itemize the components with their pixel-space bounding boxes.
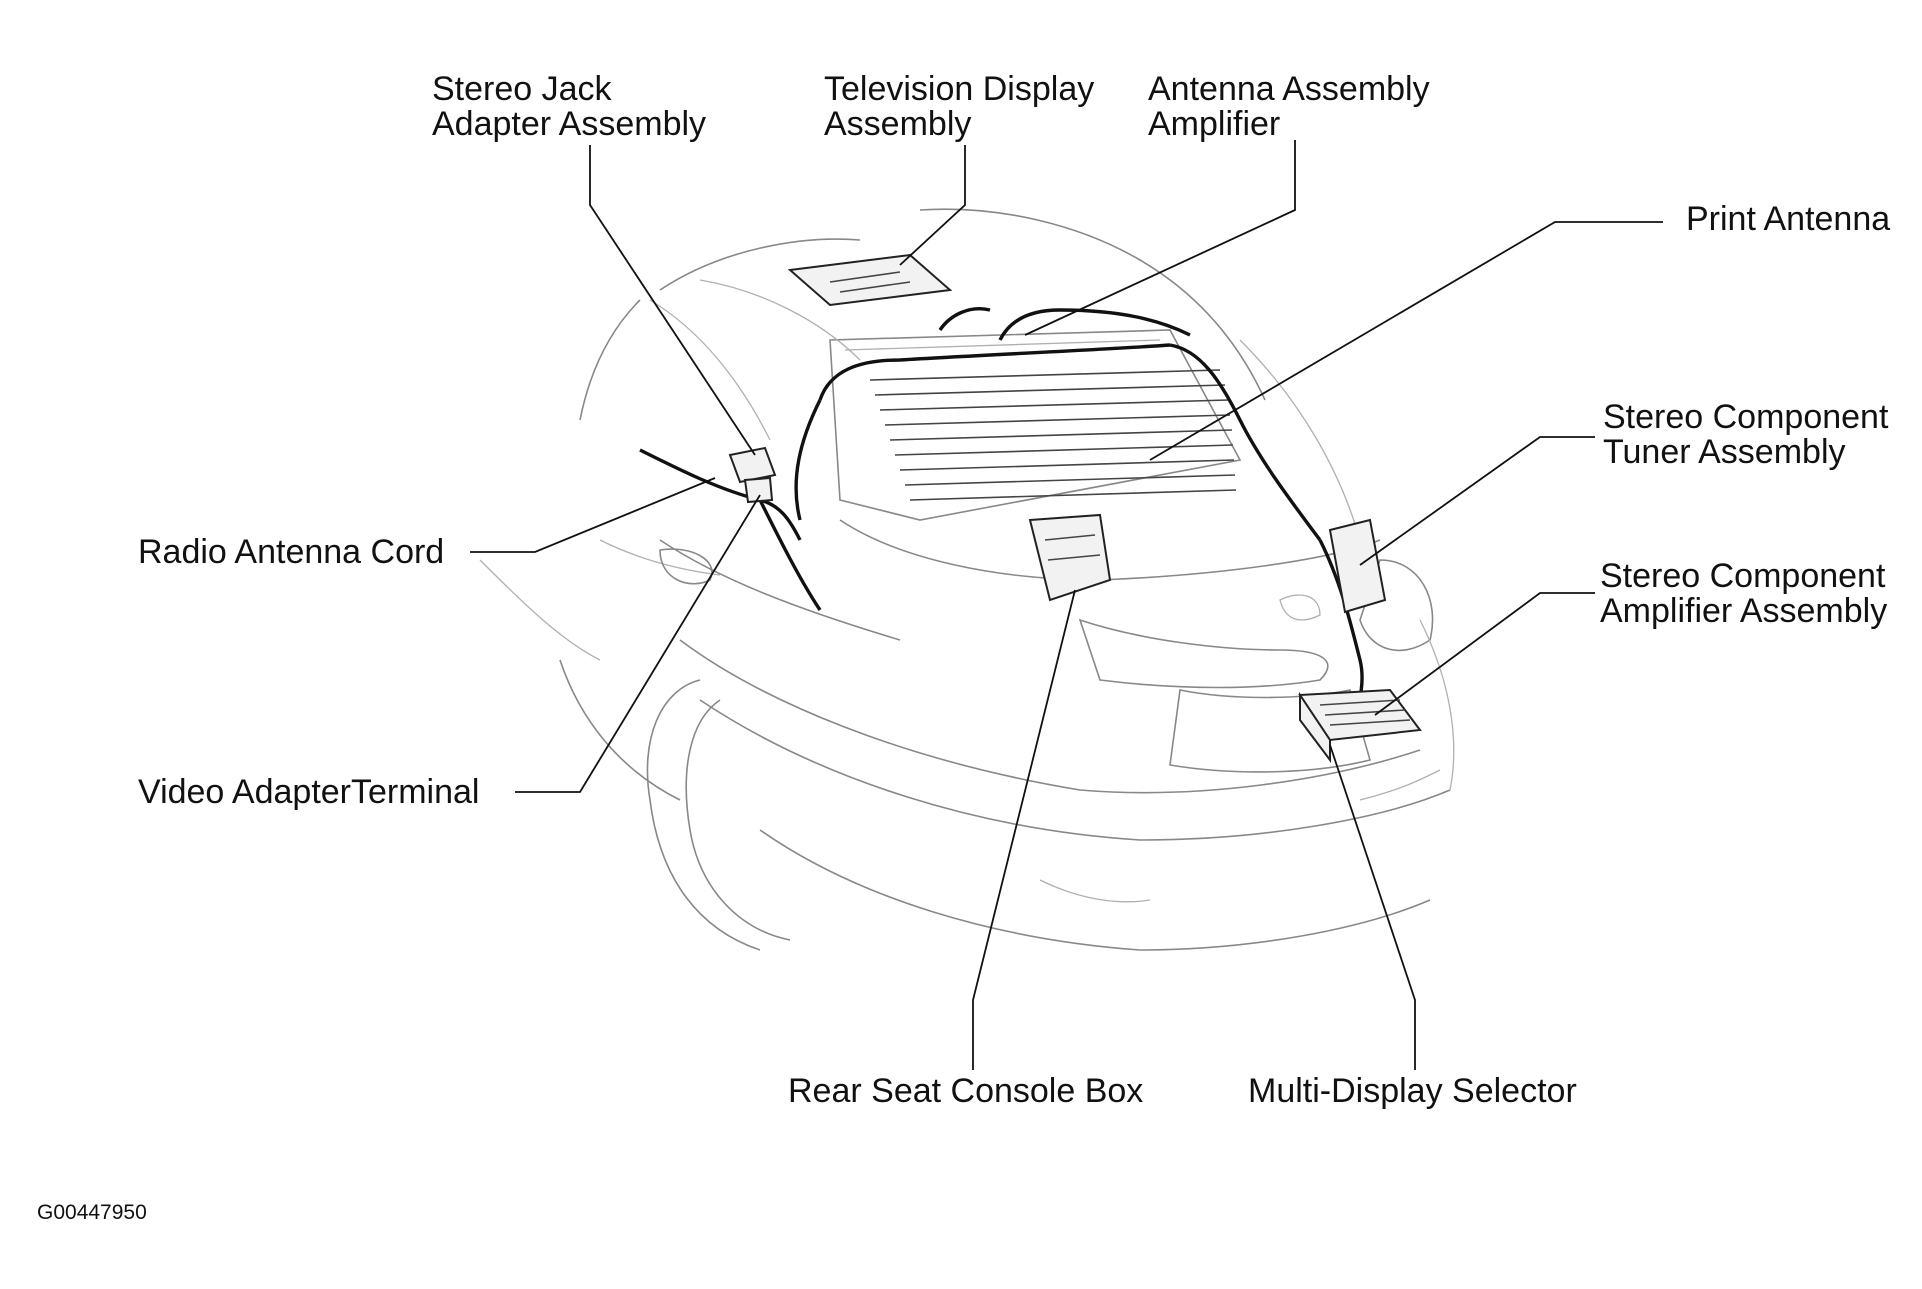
label-antenna-amplifier: Antenna Assembly Amplifier bbox=[1148, 70, 1439, 143]
vehicle-outline bbox=[479, 208, 1455, 951]
label-stereo-amplifier-line1: Stereo Component bbox=[1600, 557, 1886, 595]
label-multi-display: Multi-Display Selector bbox=[1248, 1072, 1577, 1110]
label-antenna-amplifier-line2: Amplifier bbox=[1148, 105, 1280, 143]
label-stereo-jack-line1: Stereo Jack bbox=[432, 70, 613, 108]
stereo-tuner-part bbox=[1328, 518, 1387, 614]
label-video-adapter: Video AdapterTerminal bbox=[138, 773, 479, 811]
label-stereo-jack: Stereo Jack Adapter Assembly bbox=[432, 70, 706, 143]
label-rear-seat-console: Rear Seat Console Box bbox=[788, 1072, 1143, 1110]
figure-code: G00447950 bbox=[37, 1201, 147, 1224]
label-stereo-tuner-line2: Tuner Assembly bbox=[1603, 433, 1846, 471]
television-display-part bbox=[787, 253, 953, 307]
label-stereo-tuner-line1: Stereo Component bbox=[1603, 398, 1889, 436]
stereo-jack-part bbox=[728, 446, 777, 504]
label-radio-antenna-cord: Radio Antenna Cord bbox=[138, 533, 444, 571]
label-television-display-line1: Television Display bbox=[824, 70, 1094, 108]
print-antenna-grid bbox=[869, 369, 1237, 501]
wiring-harness bbox=[639, 307, 1364, 721]
stereo-amplifier-part bbox=[1298, 688, 1422, 763]
label-television-display-line2: Assembly bbox=[824, 105, 971, 143]
label-stereo-tuner: Stereo Component Tuner Assembly bbox=[1603, 398, 1898, 471]
label-television-display: Television Display Assembly bbox=[824, 70, 1104, 143]
leader-lines bbox=[470, 140, 1663, 1070]
label-stereo-amplifier-line2: Amplifier Assembly bbox=[1600, 592, 1887, 630]
label-print-antenna: Print Antenna bbox=[1686, 200, 1890, 238]
label-stereo-jack-line2: Adapter Assembly bbox=[432, 105, 706, 143]
rear-seat-console-part bbox=[1028, 513, 1112, 602]
label-stereo-amplifier: Stereo Component Amplifier Assembly bbox=[1600, 557, 1895, 630]
label-antenna-amplifier-line1: Antenna Assembly bbox=[1148, 70, 1430, 108]
